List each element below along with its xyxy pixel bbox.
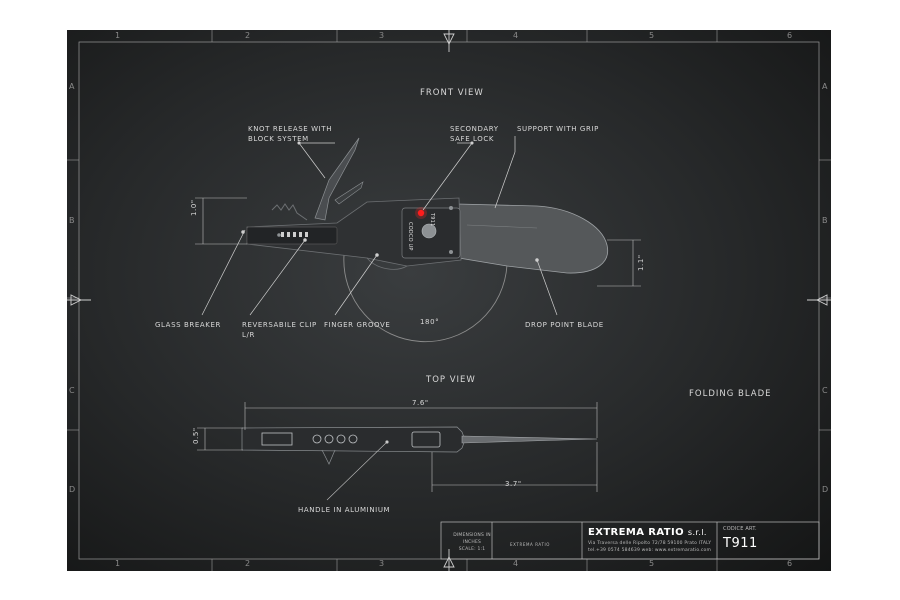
- row-b-left: B: [69, 216, 75, 225]
- brand-name: EXTREMA RATIO s.r.l.: [588, 527, 707, 538]
- front-view-knife: [246, 137, 609, 343]
- handle-aluminium-label: HANDLE IN ALUMINIUM: [298, 506, 391, 514]
- folding-blade-label: FOLDING BLADE: [689, 389, 772, 399]
- blade-height-dim: 1.1": [637, 254, 645, 271]
- col-5-top: 5: [649, 31, 655, 40]
- pivot-screw: [421, 223, 437, 239]
- col-2-bottom: 2: [245, 559, 251, 568]
- clip-holes: [281, 232, 308, 237]
- knot-release-label: KNOT RELEASE WITH BLOCK SYSTEM: [248, 125, 333, 143]
- red-safety-lock: [417, 209, 425, 217]
- top-view-title: TOP VIEW: [426, 375, 476, 385]
- blueprint-drawing: [67, 30, 831, 571]
- front-dimensions: [195, 197, 641, 287]
- title-block: [440, 521, 820, 560]
- col-1-top: 1: [115, 31, 121, 40]
- mini-logo: EXTREMA RATIO: [510, 542, 551, 547]
- overall-length-dim: 7.6": [412, 399, 429, 407]
- row-d-right: D: [822, 485, 829, 494]
- top-handle: [241, 426, 466, 453]
- inner-frame: [78, 41, 820, 560]
- knife-text-mark: CODCO UP: [407, 222, 413, 251]
- blade-length-dim: 3.7": [505, 480, 522, 488]
- finger-groove-label: FINGER GROOVE: [324, 321, 391, 329]
- col-1-bottom: 1: [115, 559, 121, 568]
- col-3-bottom: 3: [379, 559, 385, 568]
- pocket-clip: [246, 226, 338, 245]
- secondary-lock-label: SECONDARY SAFE LOCK: [450, 125, 499, 143]
- row-c-right: C: [822, 386, 828, 395]
- col-5-bottom: 5: [649, 559, 655, 568]
- drop-point-blade: [456, 203, 609, 274]
- code-value: T911: [723, 536, 758, 551]
- drop-point-label: DROP POINT BLADE: [525, 321, 604, 329]
- front-view-title: FRONT VIEW: [420, 88, 484, 98]
- row-a-right: A: [822, 82, 828, 91]
- top-dimensions: [197, 402, 598, 501]
- frame-ticks: [67, 30, 831, 571]
- thickness-dim: 0.5": [192, 427, 200, 444]
- scale-text: SCALE: 1:1: [458, 547, 486, 552]
- support-grip-label: SUPPORT WITH GRIP: [517, 125, 599, 133]
- rotation-label: 180°: [420, 318, 440, 326]
- knife-model-mark: T911: [429, 213, 435, 227]
- col-2-top: 2: [245, 31, 251, 40]
- col-6-top: 6: [787, 31, 793, 40]
- col-3-top: 3: [379, 31, 385, 40]
- reversible-clip-label: REVERSABILE CLIP L/R: [242, 321, 317, 339]
- knot-release-tool: [314, 137, 360, 221]
- col-4-bottom: 4: [513, 559, 519, 568]
- center-marks: [67, 30, 831, 571]
- rotation-arc: [343, 254, 508, 343]
- col-4-top: 4: [513, 31, 519, 40]
- code-label: CODICE ART.: [723, 526, 757, 532]
- handle-height-dim: 1.0": [190, 199, 198, 216]
- brand-address: Via Traversa delle Ripolto 72/78 59100 P…: [588, 541, 712, 546]
- top-blade: [461, 435, 598, 444]
- row-d-left: D: [69, 485, 76, 494]
- blueprint-sheet: 1 2 3 4 5 6 1 2 3 4 5 6 A B C D A B C D …: [67, 30, 831, 571]
- dimensions-in: DIMENSIONS IN: [453, 533, 491, 538]
- glass-breaker-label: GLASS BREAKER: [155, 321, 221, 329]
- row-c-left: C: [69, 386, 75, 395]
- row-b-right: B: [822, 216, 828, 225]
- dimensions-inches: INCHES: [462, 540, 482, 545]
- row-a-left: A: [69, 82, 75, 91]
- top-view-knife: [241, 426, 598, 465]
- brand-contact: tel.+39 0574 584639 web: www.extremarati…: [588, 548, 712, 553]
- col-6-bottom: 6: [787, 559, 793, 568]
